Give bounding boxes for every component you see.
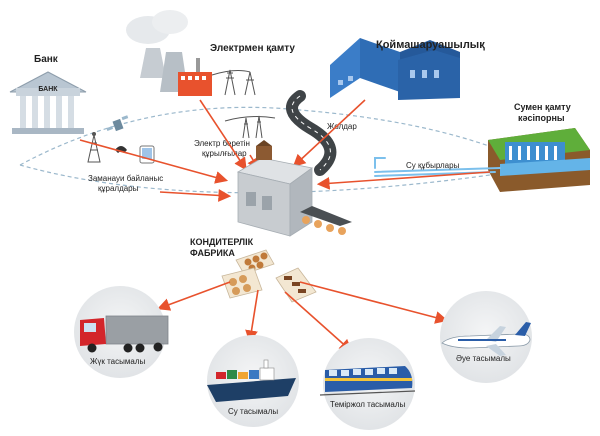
water-supply-label-2: кәсіпорны	[518, 113, 565, 123]
plane-icon	[441, 322, 531, 356]
plane-label: Әуе тасымалы	[456, 354, 511, 363]
communications-label-2: құралдары	[98, 184, 139, 193]
output-arrows	[157, 281, 449, 353]
ship-label: Су тасымалы	[228, 407, 278, 416]
truck-icon	[80, 315, 169, 353]
truck-label: Жүк тасымалы	[90, 357, 146, 366]
roads-label: Жолдар	[327, 122, 357, 131]
truck-node: Жүк тасымалы	[74, 286, 169, 378]
agriculture-label: Қоймашаруашылық	[376, 39, 485, 51]
input-arrows	[79, 99, 491, 202]
bank-label: Банк	[34, 54, 59, 65]
factory-illustration	[236, 140, 352, 237]
water-pipes-label: Су құбырлары	[406, 161, 460, 170]
train-icon	[319, 366, 416, 396]
communications-illustration	[87, 115, 155, 164]
communications-label-1: Заманауи байланыс	[88, 174, 163, 183]
power-lines-label-1: Электр беретін	[194, 139, 250, 148]
power-lines-label-2: құрылғылар	[202, 149, 247, 158]
product-trays	[221, 249, 317, 303]
power-plant-illustration	[126, 10, 256, 96]
plane-node: Әуе тасымалы	[440, 291, 532, 383]
ship-icon	[207, 359, 296, 402]
power-label: Электрмен қамту	[210, 43, 295, 54]
road-illustration	[286, 90, 337, 176]
ship-circle	[207, 335, 299, 427]
agriculture-illustration	[330, 38, 460, 100]
ship-node: Су тасымалы	[207, 335, 299, 427]
water-supply-label-1: Сумен қамту	[514, 102, 571, 112]
factory-label-1: КОНДИТЕРЛІК	[190, 237, 254, 247]
water-supply-illustration	[488, 128, 590, 192]
bank-sign: БАНК	[38, 86, 58, 93]
power-lines-illustration	[224, 115, 276, 139]
train-node: Теміржол тасымалы	[319, 338, 416, 430]
factory-label-2: ФАБРИКА	[190, 248, 235, 258]
bank-illustration: БАНК	[9, 71, 87, 134]
train-label: Теміржол тасымалы	[330, 400, 406, 409]
